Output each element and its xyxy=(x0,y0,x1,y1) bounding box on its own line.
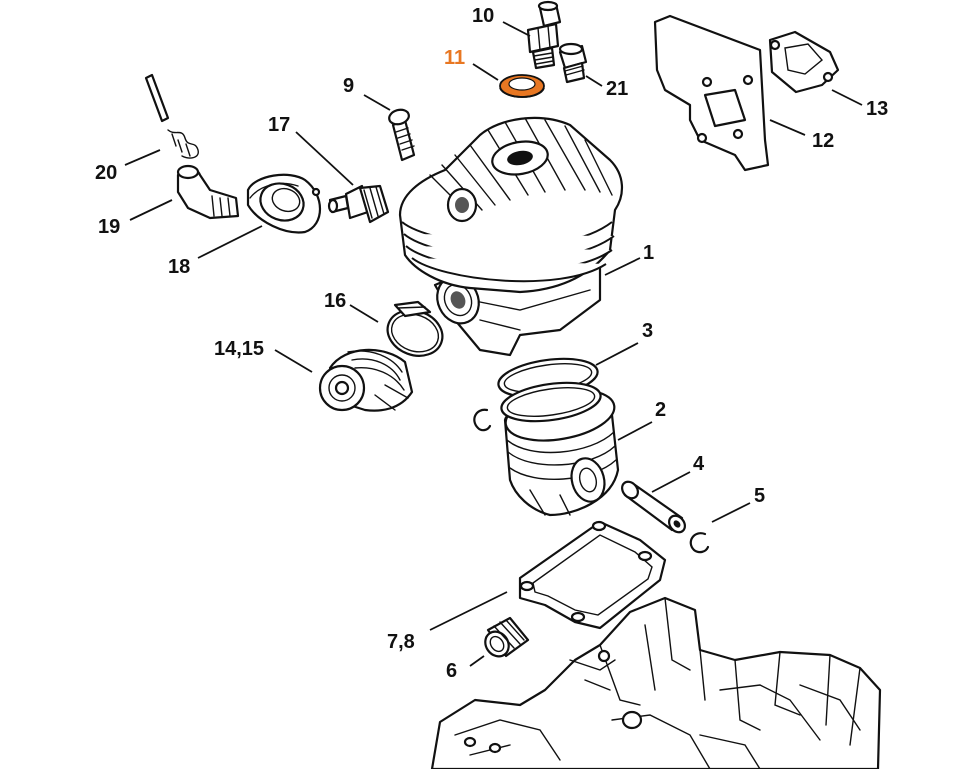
circlip-right-part xyxy=(689,532,710,554)
intake-flange-part xyxy=(246,173,321,234)
elbow-connector-part xyxy=(176,164,240,220)
leader-lines xyxy=(124,21,863,667)
needle-cage-part xyxy=(484,616,530,658)
callout-5: 5 xyxy=(754,485,765,507)
callout-6: 6 xyxy=(446,660,457,682)
piston-pin-part xyxy=(621,480,686,534)
callout-13: 13 xyxy=(866,98,888,120)
sealing-ring-part xyxy=(499,74,545,98)
bolt-part xyxy=(388,108,416,162)
spring-pin-part xyxy=(144,73,199,159)
spark-plug-part xyxy=(526,0,562,70)
callout-16: 16 xyxy=(324,290,346,312)
callout-1: 1 xyxy=(643,242,654,264)
piston-rings-part xyxy=(497,357,602,423)
decompression-plug-part xyxy=(558,42,588,84)
callout-10: 10 xyxy=(472,5,494,27)
decompression-valve-part xyxy=(327,184,390,224)
callout-18: 18 xyxy=(168,256,190,278)
cylinder-part xyxy=(398,116,623,357)
callout-14-15: 14,15 xyxy=(214,338,264,360)
callout-9: 9 xyxy=(343,75,354,97)
muffler-gasket-part xyxy=(653,14,770,172)
callout-12: 12 xyxy=(812,130,834,152)
callout-3: 3 xyxy=(642,320,653,342)
callout-2: 2 xyxy=(655,399,666,421)
base-gasket-part xyxy=(518,520,667,630)
callout-17: 17 xyxy=(268,114,290,136)
callout-19: 19 xyxy=(98,216,120,238)
callout-11: 11 xyxy=(444,47,465,69)
crankcase-part xyxy=(430,596,882,769)
callout-21: 21 xyxy=(606,78,628,100)
callout-7-8: 7,8 xyxy=(387,631,415,653)
flange-gasket-part xyxy=(768,30,840,94)
intake-manifold-part xyxy=(318,348,414,412)
hose-clamp-part xyxy=(386,300,444,357)
circlip-left-part xyxy=(473,408,492,432)
callout-4: 4 xyxy=(693,453,705,475)
callout-20: 20 xyxy=(95,162,117,184)
